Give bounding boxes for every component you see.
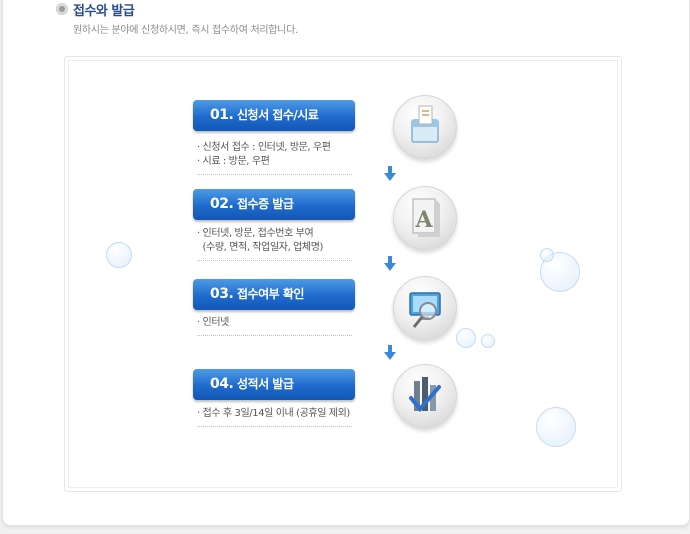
monitor-magnifier-icon xyxy=(393,276,457,340)
bubble-decoration xyxy=(106,242,132,268)
svg-text:A: A xyxy=(414,207,433,233)
step-3-description: · 인터넷 xyxy=(197,316,352,336)
bubble-decoration xyxy=(481,334,495,348)
arrow-down-icon xyxy=(384,345,396,360)
letter-a-document-icon: A xyxy=(393,186,457,250)
bubble-decoration xyxy=(536,407,576,447)
step-4-label: 04. 성적서 발급 xyxy=(193,369,355,400)
step-2-desc-line: · 인터넷, 방문, 접수번호 부여 xyxy=(197,228,314,239)
step-1-desc-line: · 신청서 접수 : 인터넷, 방문, 우편 xyxy=(197,142,331,153)
step-3-desc-line: · 인터넷 xyxy=(197,317,229,328)
step-1-desc-line: · 시료 : 방문, 우편 xyxy=(197,156,270,167)
step-3-label: 03. 접수여부 확인 xyxy=(193,279,355,310)
step-4-number: 04. xyxy=(210,376,234,392)
arrow-down-icon xyxy=(384,256,396,271)
bubble-decoration xyxy=(540,248,554,262)
step-1-description: · 신청서 접수 : 인터넷, 방문, 우편 · 시료 : 방문, 우편 xyxy=(197,141,352,175)
step-2-description: · 인터넷, 방문, 접수번호 부여 (수량, 면적, 작업일자, 업체명) xyxy=(197,227,352,261)
step-2-desc-line: (수량, 면적, 작업일자, 업체명) xyxy=(197,242,324,253)
step-2-number: 02. xyxy=(210,196,234,212)
step-2-title: 접수증 발급 xyxy=(237,197,294,211)
step-4-title: 성적서 발급 xyxy=(237,377,294,391)
step-1-title: 신청서 접수/시료 xyxy=(237,108,319,122)
bullet-circle-icon xyxy=(56,3,68,15)
step-3-title: 접수여부 확인 xyxy=(237,287,304,301)
certificate-check-icon xyxy=(393,364,457,428)
step-2-label: 02. 접수증 발급 xyxy=(193,189,355,220)
section-subtitle: 원하시는 분야에 신청하시면, 즉시 접수하여 처리합니다. xyxy=(73,25,298,36)
step-4-description: · 접수 후 3일/14일 이내 (공휴일 제외) xyxy=(197,407,352,427)
document-box-icon xyxy=(393,95,457,159)
arrow-down-icon xyxy=(384,166,396,181)
bubble-decoration xyxy=(456,328,476,348)
step-1-number: 01. xyxy=(210,107,234,123)
process-panel-inner xyxy=(68,60,618,488)
step-4-desc-line: · 접수 후 3일/14일 이내 (공휴일 제외) xyxy=(197,408,350,419)
section-title: 접수와 발급 xyxy=(73,4,135,19)
step-3-number: 03. xyxy=(210,286,234,302)
step-1-label: 01. 신청서 접수/시료 xyxy=(193,100,355,131)
